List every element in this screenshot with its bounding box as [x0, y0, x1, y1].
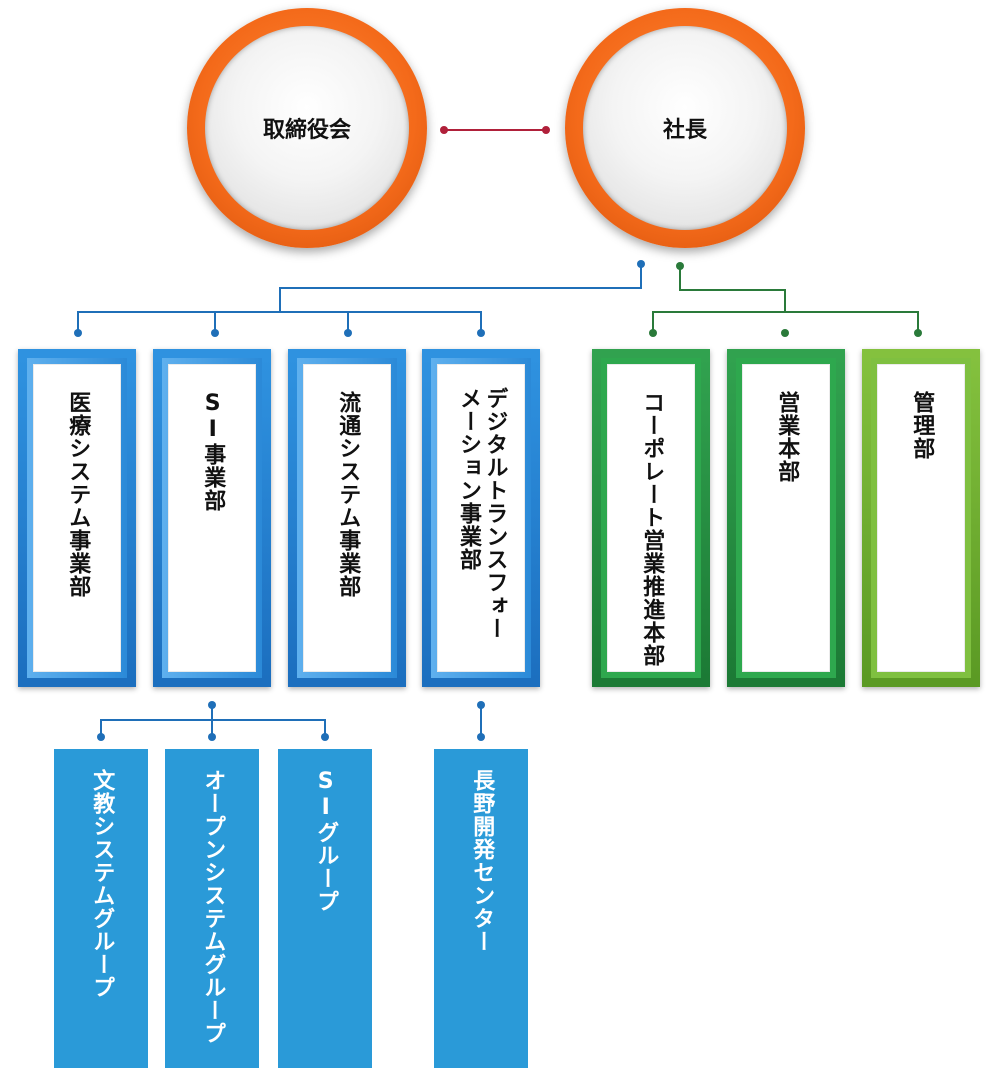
group-nagano-dev-center: 長野開発センター: [434, 749, 528, 1068]
group-education-systems: 文教システムグループ: [54, 749, 148, 1068]
connector-dot: [477, 329, 485, 337]
connector-dot: [914, 329, 922, 337]
dept-label: S­I事業部: [200, 391, 226, 512]
group-label: 長野開発センター: [469, 769, 495, 953]
dept-sales: 営業本部: [727, 349, 845, 687]
connector-dot: [542, 126, 550, 134]
dept-dx: デジタルトランスフォーメーション事業部: [422, 349, 540, 687]
connector-dot: [477, 701, 485, 709]
connector-dot: [781, 329, 789, 337]
dept-label: デジタルトランスフォーメーション事業部: [456, 387, 508, 640]
board-label: 取締役会: [262, 118, 351, 143]
group-si: S­Iグループ: [278, 749, 372, 1068]
connector-dot: [440, 126, 448, 134]
si-branch: [100, 705, 326, 736]
connector-dot: [208, 701, 216, 709]
connector-dot: [211, 329, 219, 337]
connector-dot: [637, 260, 645, 268]
group-label: 文教システムグループ: [89, 769, 115, 999]
green-branch: [652, 266, 919, 332]
dept-corporate-sales: コーポレート営業推進本部: [592, 349, 710, 687]
dept-si: S­I事業部: [153, 349, 271, 687]
president-node: 社長: [565, 8, 805, 248]
connector-dot: [97, 733, 105, 741]
dept-medical: 医療システム事業部: [18, 349, 136, 687]
dept-label: 管理部: [909, 391, 935, 460]
connector-dot: [477, 733, 485, 741]
group-label: S­Iグループ: [313, 769, 339, 913]
dept-label: 医療システム事業部: [65, 391, 91, 598]
dept-label: コーポレート営業推進本部: [639, 391, 665, 667]
dept-label: 営業本部: [774, 391, 800, 483]
president-label: 社長: [662, 118, 707, 143]
connector-dot: [321, 733, 329, 741]
group-open-systems: オープンシステムグループ: [165, 749, 259, 1068]
dept-distribution: 流通システム事業部: [288, 349, 406, 687]
connector-dot: [74, 329, 82, 337]
board-node: 取締役会: [187, 8, 427, 248]
connector-dot: [208, 733, 216, 741]
blue-branch: [77, 264, 642, 332]
dept-label: 流通システム事業部: [335, 391, 361, 598]
connector-dot: [676, 262, 684, 270]
connector-dot: [344, 329, 352, 337]
group-label: オープンシステムグループ: [200, 769, 226, 1045]
connector-dot: [649, 329, 657, 337]
dept-admin: 管理部: [862, 349, 980, 687]
